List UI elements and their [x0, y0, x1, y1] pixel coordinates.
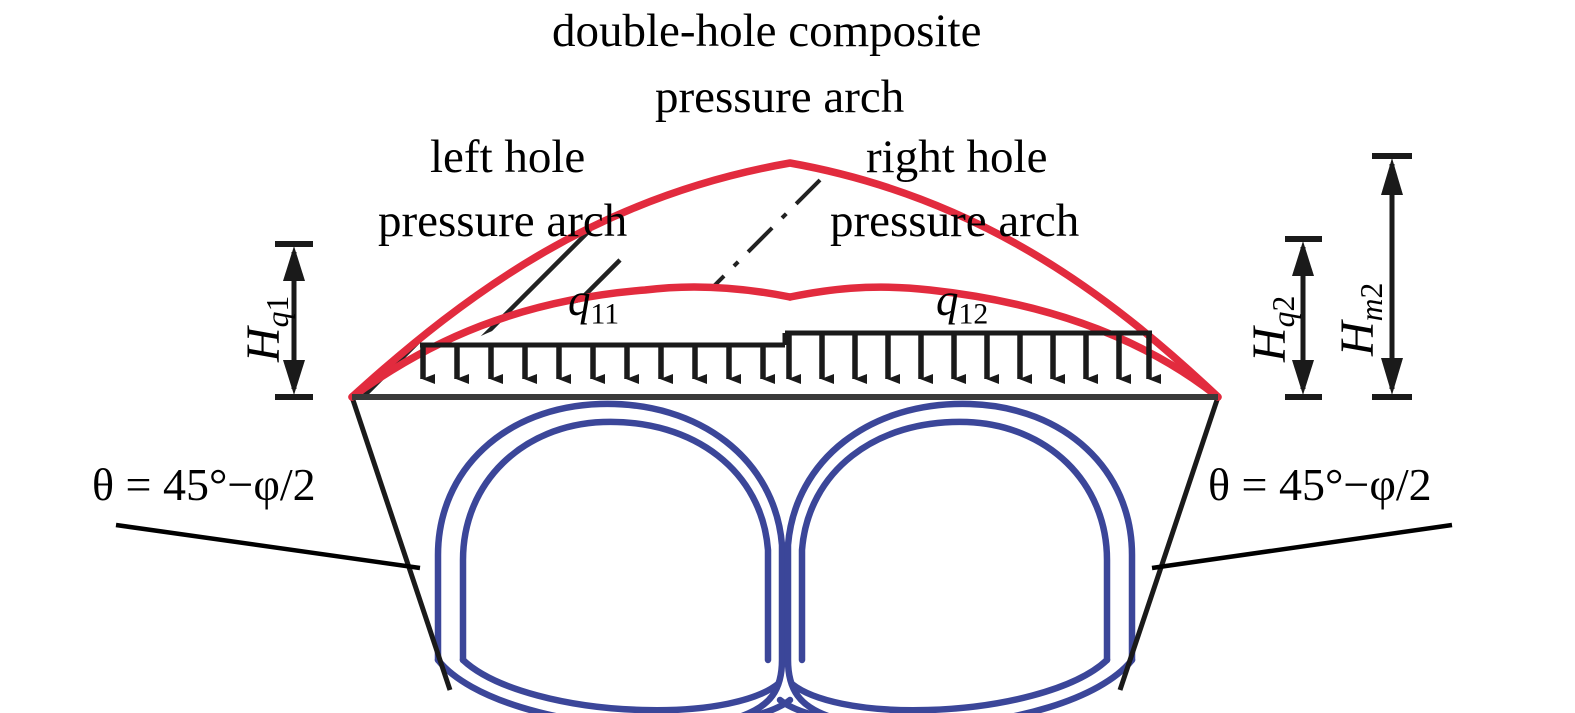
load-symbol-q12: q [936, 275, 959, 325]
left-hole-label-line-2: pressure arch [378, 195, 628, 247]
left-tunnel-outer-wall [434, 400, 786, 713]
dimension-subscript-italic-Hq2: q [1265, 311, 1301, 328]
theta-label-right: θ = 45°−φ/2 [1208, 459, 1432, 510]
right-tunnel-outer-wall [784, 400, 1136, 713]
dimension-subscript-italic-Hq1: q [259, 311, 295, 328]
right-hole-label-line-2: pressure arch [830, 195, 1080, 247]
load-subscript-q11: 11 [590, 298, 620, 331]
right-tunnel-inner-wall [798, 418, 1111, 664]
title-line-1: double-hole composite [552, 5, 982, 57]
right-hole-pressure-arch [786, 283, 1222, 401]
left-tunnel-inner-wall [459, 418, 772, 664]
left-hole-pressure-arch [348, 283, 794, 401]
dimension-subscript-upright-Hq1: 1 [259, 295, 295, 312]
load-label-q12: q12 [936, 278, 988, 330]
theta-line-right [1117, 396, 1221, 691]
theta-label-left: θ = 45°−φ/2 [92, 459, 316, 510]
theta-leader-left [115, 522, 421, 571]
dimension-subscript-italic-Hm2: m [1353, 298, 1389, 322]
right-tunnel-inner-invert [788, 656, 1111, 713]
load-subscript-q12: 12 [958, 298, 989, 331]
right-tunnel-outer-invert [776, 656, 1136, 713]
theta-leader-right [1151, 522, 1453, 571]
title-line-2: pressure arch [655, 71, 905, 123]
dimension-subscript-upright-Hq2: 2 [1265, 295, 1301, 312]
dimension-Hq2 [1285, 236, 1322, 400]
dimension-symbol-Hm2: H [1331, 321, 1384, 356]
theta-leader-lines [115, 522, 1453, 571]
dimension-symbol-Hq1: H [237, 327, 290, 362]
left-hole-label-line-1: left hole [430, 131, 586, 183]
dimension-subscript-upright-Hm2: 2 [1353, 282, 1389, 299]
load-symbol-q11: q [568, 275, 591, 325]
left-tunnel-outer-invert [434, 656, 794, 713]
dimension-Hm2 [1372, 153, 1412, 400]
tunnel-outlines [434, 400, 1136, 713]
dimension-label-Hm2: Hm2 [1331, 282, 1389, 356]
dimension-label-Hq2: Hq2 [1243, 295, 1301, 362]
left-tunnel-inner-invert [459, 656, 782, 713]
dimension-Hq1 [275, 241, 313, 400]
load-q11 [420, 342, 785, 384]
right-hole-label-line-1: right hole [866, 131, 1048, 183]
failure-angle-lines [349, 396, 1221, 691]
dimension-symbol-Hq2: H [1243, 327, 1296, 362]
load-label-q11: q11 [568, 278, 619, 330]
dimension-label-Hq1: Hq1 [237, 295, 295, 362]
composite-pressure-arch [348, 159, 1222, 401]
pressure-arches [348, 159, 1222, 401]
theta-line-left [349, 396, 453, 691]
load-q12 [782, 330, 1161, 384]
